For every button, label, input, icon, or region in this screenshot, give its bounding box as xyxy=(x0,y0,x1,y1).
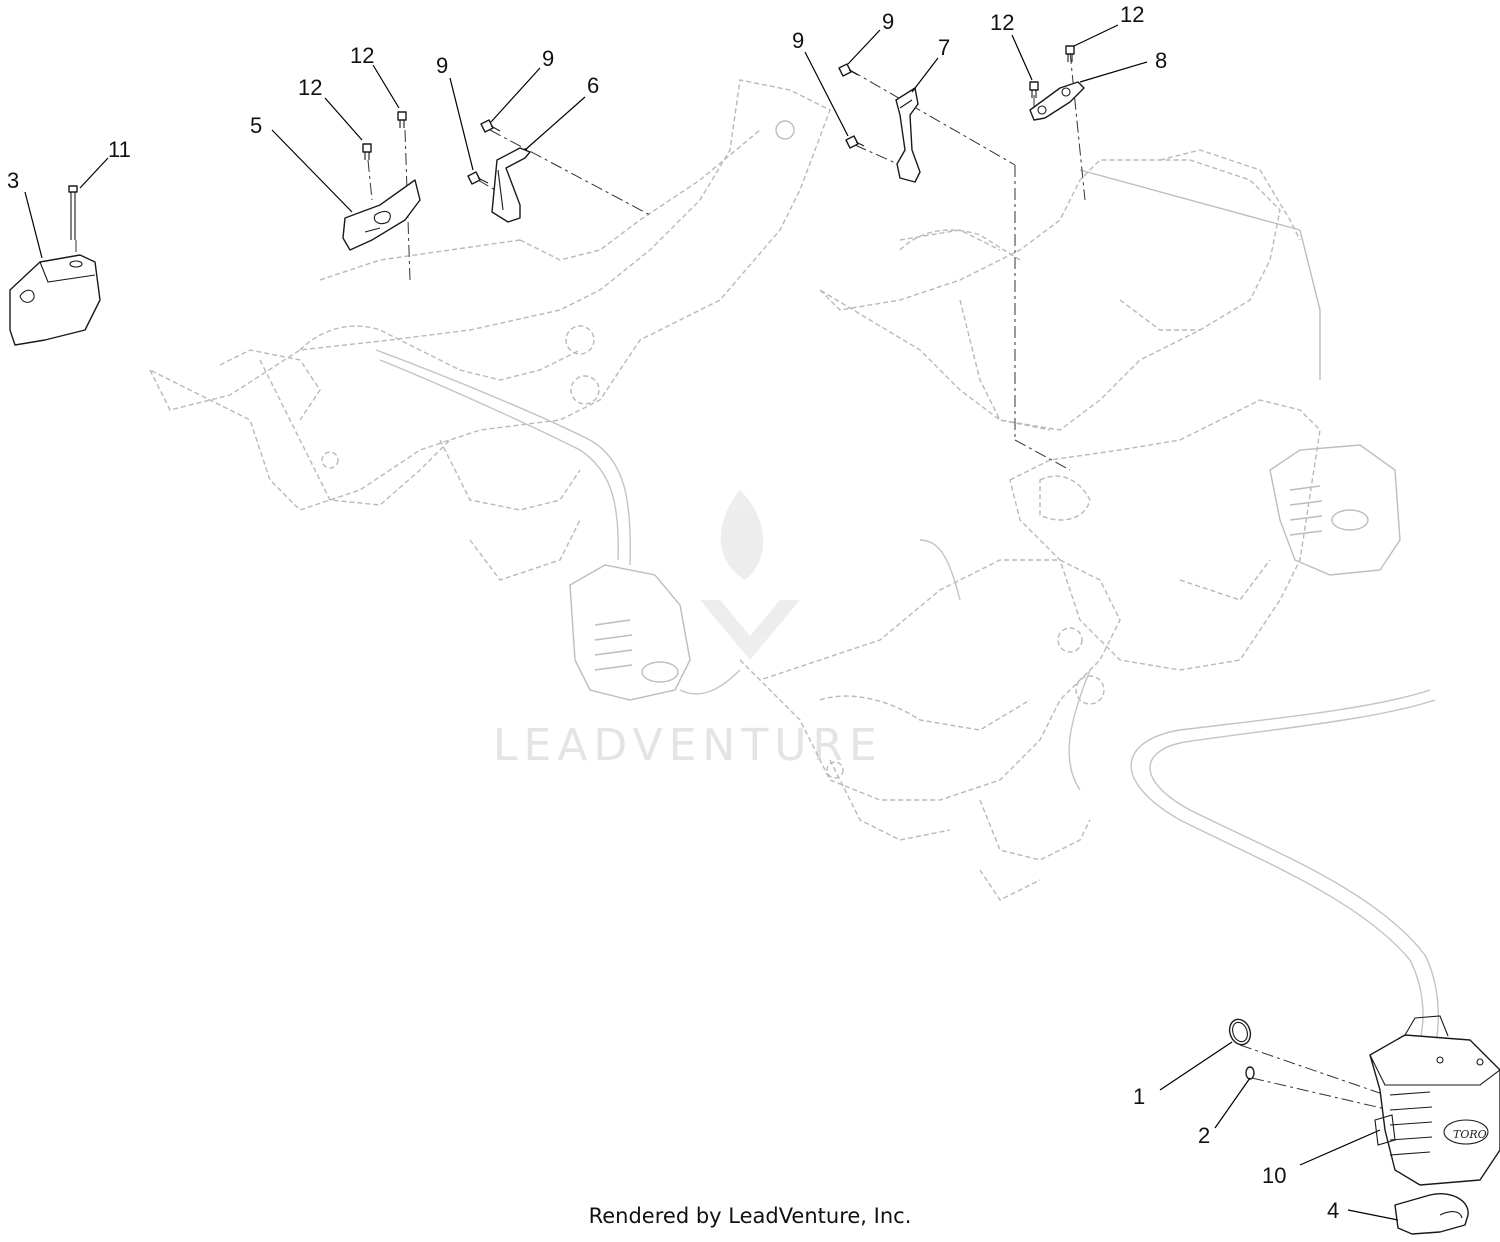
callout-5: 5 xyxy=(250,113,262,138)
part-2-washer xyxy=(1245,1066,1255,1080)
part-11-bolt xyxy=(68,185,78,240)
callout-11: 11 xyxy=(108,137,131,162)
callout-12: 12 xyxy=(990,10,1014,35)
callout-8: 8 xyxy=(1155,48,1167,73)
callout-3: 3 xyxy=(7,168,19,193)
callout-2: 2 xyxy=(1198,1123,1210,1148)
part-8-plate xyxy=(1029,81,1085,121)
callout-4: 4 xyxy=(1327,1198,1339,1223)
callout-12: 12 xyxy=(350,43,374,68)
callout-12: 12 xyxy=(1120,2,1144,27)
part-12-screw-right-a xyxy=(1029,81,1039,98)
part-7-bracket xyxy=(895,87,921,183)
motor-brand-text: TORO xyxy=(1453,1128,1487,1141)
part-9-bolt-right-b xyxy=(845,135,865,149)
callout-7: 7 xyxy=(938,35,950,60)
part-1-o-ring xyxy=(1228,1018,1252,1046)
part-6-bracket xyxy=(491,147,531,223)
callout-labels: 3 11 5 12 12 9 9 6 9 9 7 12 12 8 1 2 10 … xyxy=(7,2,1339,1223)
part-4-fitting xyxy=(1394,1193,1469,1235)
callout-6: 6 xyxy=(587,73,599,98)
watermark-logo xyxy=(700,490,800,660)
part-9-bolt-right-a xyxy=(838,63,859,77)
part-12-screw-left-a xyxy=(362,143,372,160)
part-9-bolt-left-a xyxy=(467,171,489,185)
callout-1: 1 xyxy=(1133,1084,1145,1109)
reel-motor-ghost-left xyxy=(569,564,691,701)
part-9-bolt-left-b xyxy=(480,119,501,133)
part-12-screw-left-b xyxy=(397,111,407,128)
footer-credit: Rendered by LeadVenture, Inc. xyxy=(588,1204,912,1228)
callout-9: 9 xyxy=(542,46,554,71)
assembly-center-lines xyxy=(75,51,1401,1111)
callout-9: 9 xyxy=(792,28,804,53)
watermark-text: LEADVENTURE xyxy=(493,720,883,771)
callout-9: 9 xyxy=(882,9,894,34)
reel-motor-ghost-right xyxy=(1269,444,1401,576)
part-3-cover xyxy=(9,254,101,346)
cutting-unit-frame-ghost xyxy=(148,79,1439,1043)
part-12-screw-right-b xyxy=(1065,45,1075,62)
part-10-reel-motor: TORO xyxy=(1369,1015,1500,1186)
part-5-bracket xyxy=(342,179,421,251)
callout-12: 12 xyxy=(298,75,322,100)
callout-10: 10 xyxy=(1262,1163,1286,1188)
leader-lines xyxy=(24,24,1399,1221)
callout-9: 9 xyxy=(436,53,448,78)
